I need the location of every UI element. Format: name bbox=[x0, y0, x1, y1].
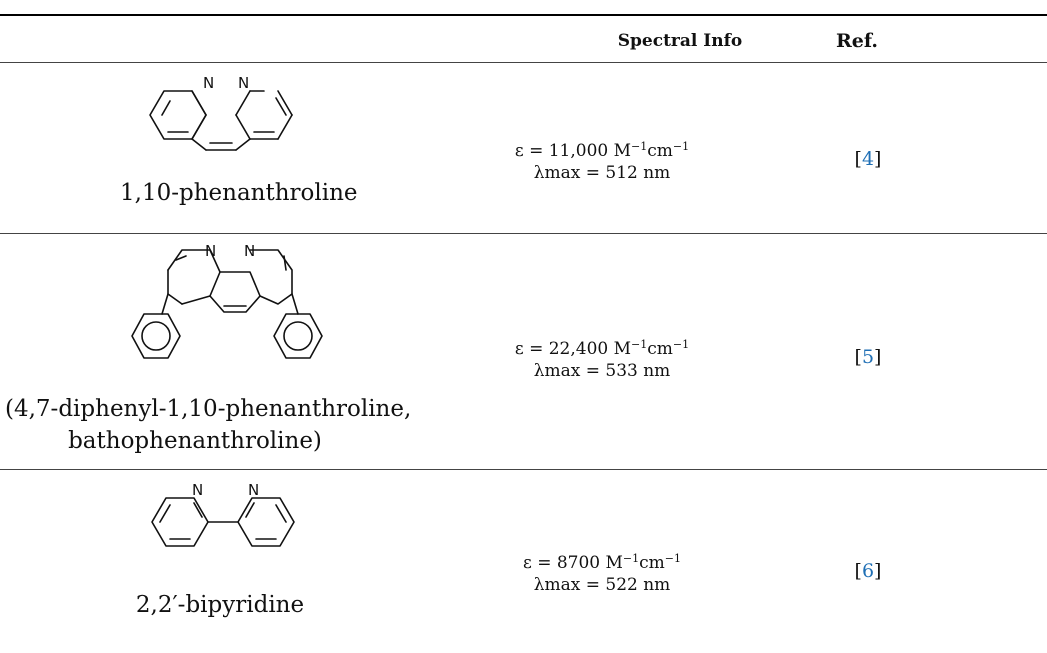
reference: [4] bbox=[854, 148, 882, 170]
lambda-max: λmax = 533 nm bbox=[533, 361, 671, 381]
svg-text:N: N bbox=[205, 242, 216, 260]
lambda-max: λmax = 512 nm bbox=[533, 163, 671, 183]
spectral-info: ε = 11,000 M−1cm−1 λmax = 512 nm bbox=[432, 140, 772, 184]
lambda-max: λmax = 522 nm bbox=[533, 575, 671, 595]
header-spectral-info: Spectral Info bbox=[617, 31, 743, 51]
reference-link[interactable]: 4 bbox=[861, 148, 875, 170]
compound-name-line2: bathophenanthroline) bbox=[68, 428, 322, 454]
row-divider bbox=[0, 233, 1047, 234]
reference-link[interactable]: 5 bbox=[861, 346, 875, 368]
bathophenanthroline-structure: N N bbox=[110, 242, 350, 392]
svg-text:N: N bbox=[238, 74, 249, 92]
spectral-info: ε = 22,400 M−1cm−1 λmax = 533 nm bbox=[432, 338, 772, 382]
reference: [6] bbox=[854, 560, 882, 582]
svg-text:N: N bbox=[244, 242, 255, 260]
svg-text:N: N bbox=[248, 481, 259, 499]
molar-absorptivity: ε = 11,000 M−1cm−1 bbox=[514, 140, 690, 161]
header-ref: Ref. bbox=[836, 30, 878, 52]
reference-link[interactable]: 6 bbox=[861, 560, 875, 582]
phenanthroline-structure: N N bbox=[140, 70, 310, 160]
compound-name-line1: (4,7-diphenyl-1,10-phenanthroline, bbox=[5, 396, 412, 422]
bipyridine-structure: N N bbox=[142, 477, 312, 567]
molar-absorptivity: ε = 22,400 M−1cm−1 bbox=[514, 338, 690, 359]
reference: [5] bbox=[854, 346, 882, 368]
compound-name: 2,2′-bipyridine bbox=[135, 592, 305, 618]
molar-absorptivity: ε = 8700 M−1cm−1 bbox=[522, 552, 682, 573]
spectral-info: ε = 8700 M−1cm−1 λmax = 522 nm bbox=[432, 552, 772, 596]
compound-name: 1,10-phenanthroline bbox=[120, 180, 358, 206]
svg-text:N: N bbox=[192, 481, 203, 499]
row-divider bbox=[0, 469, 1047, 470]
table-top-rule bbox=[0, 14, 1047, 16]
header-rule bbox=[0, 62, 1047, 63]
svg-text:N: N bbox=[203, 74, 214, 92]
